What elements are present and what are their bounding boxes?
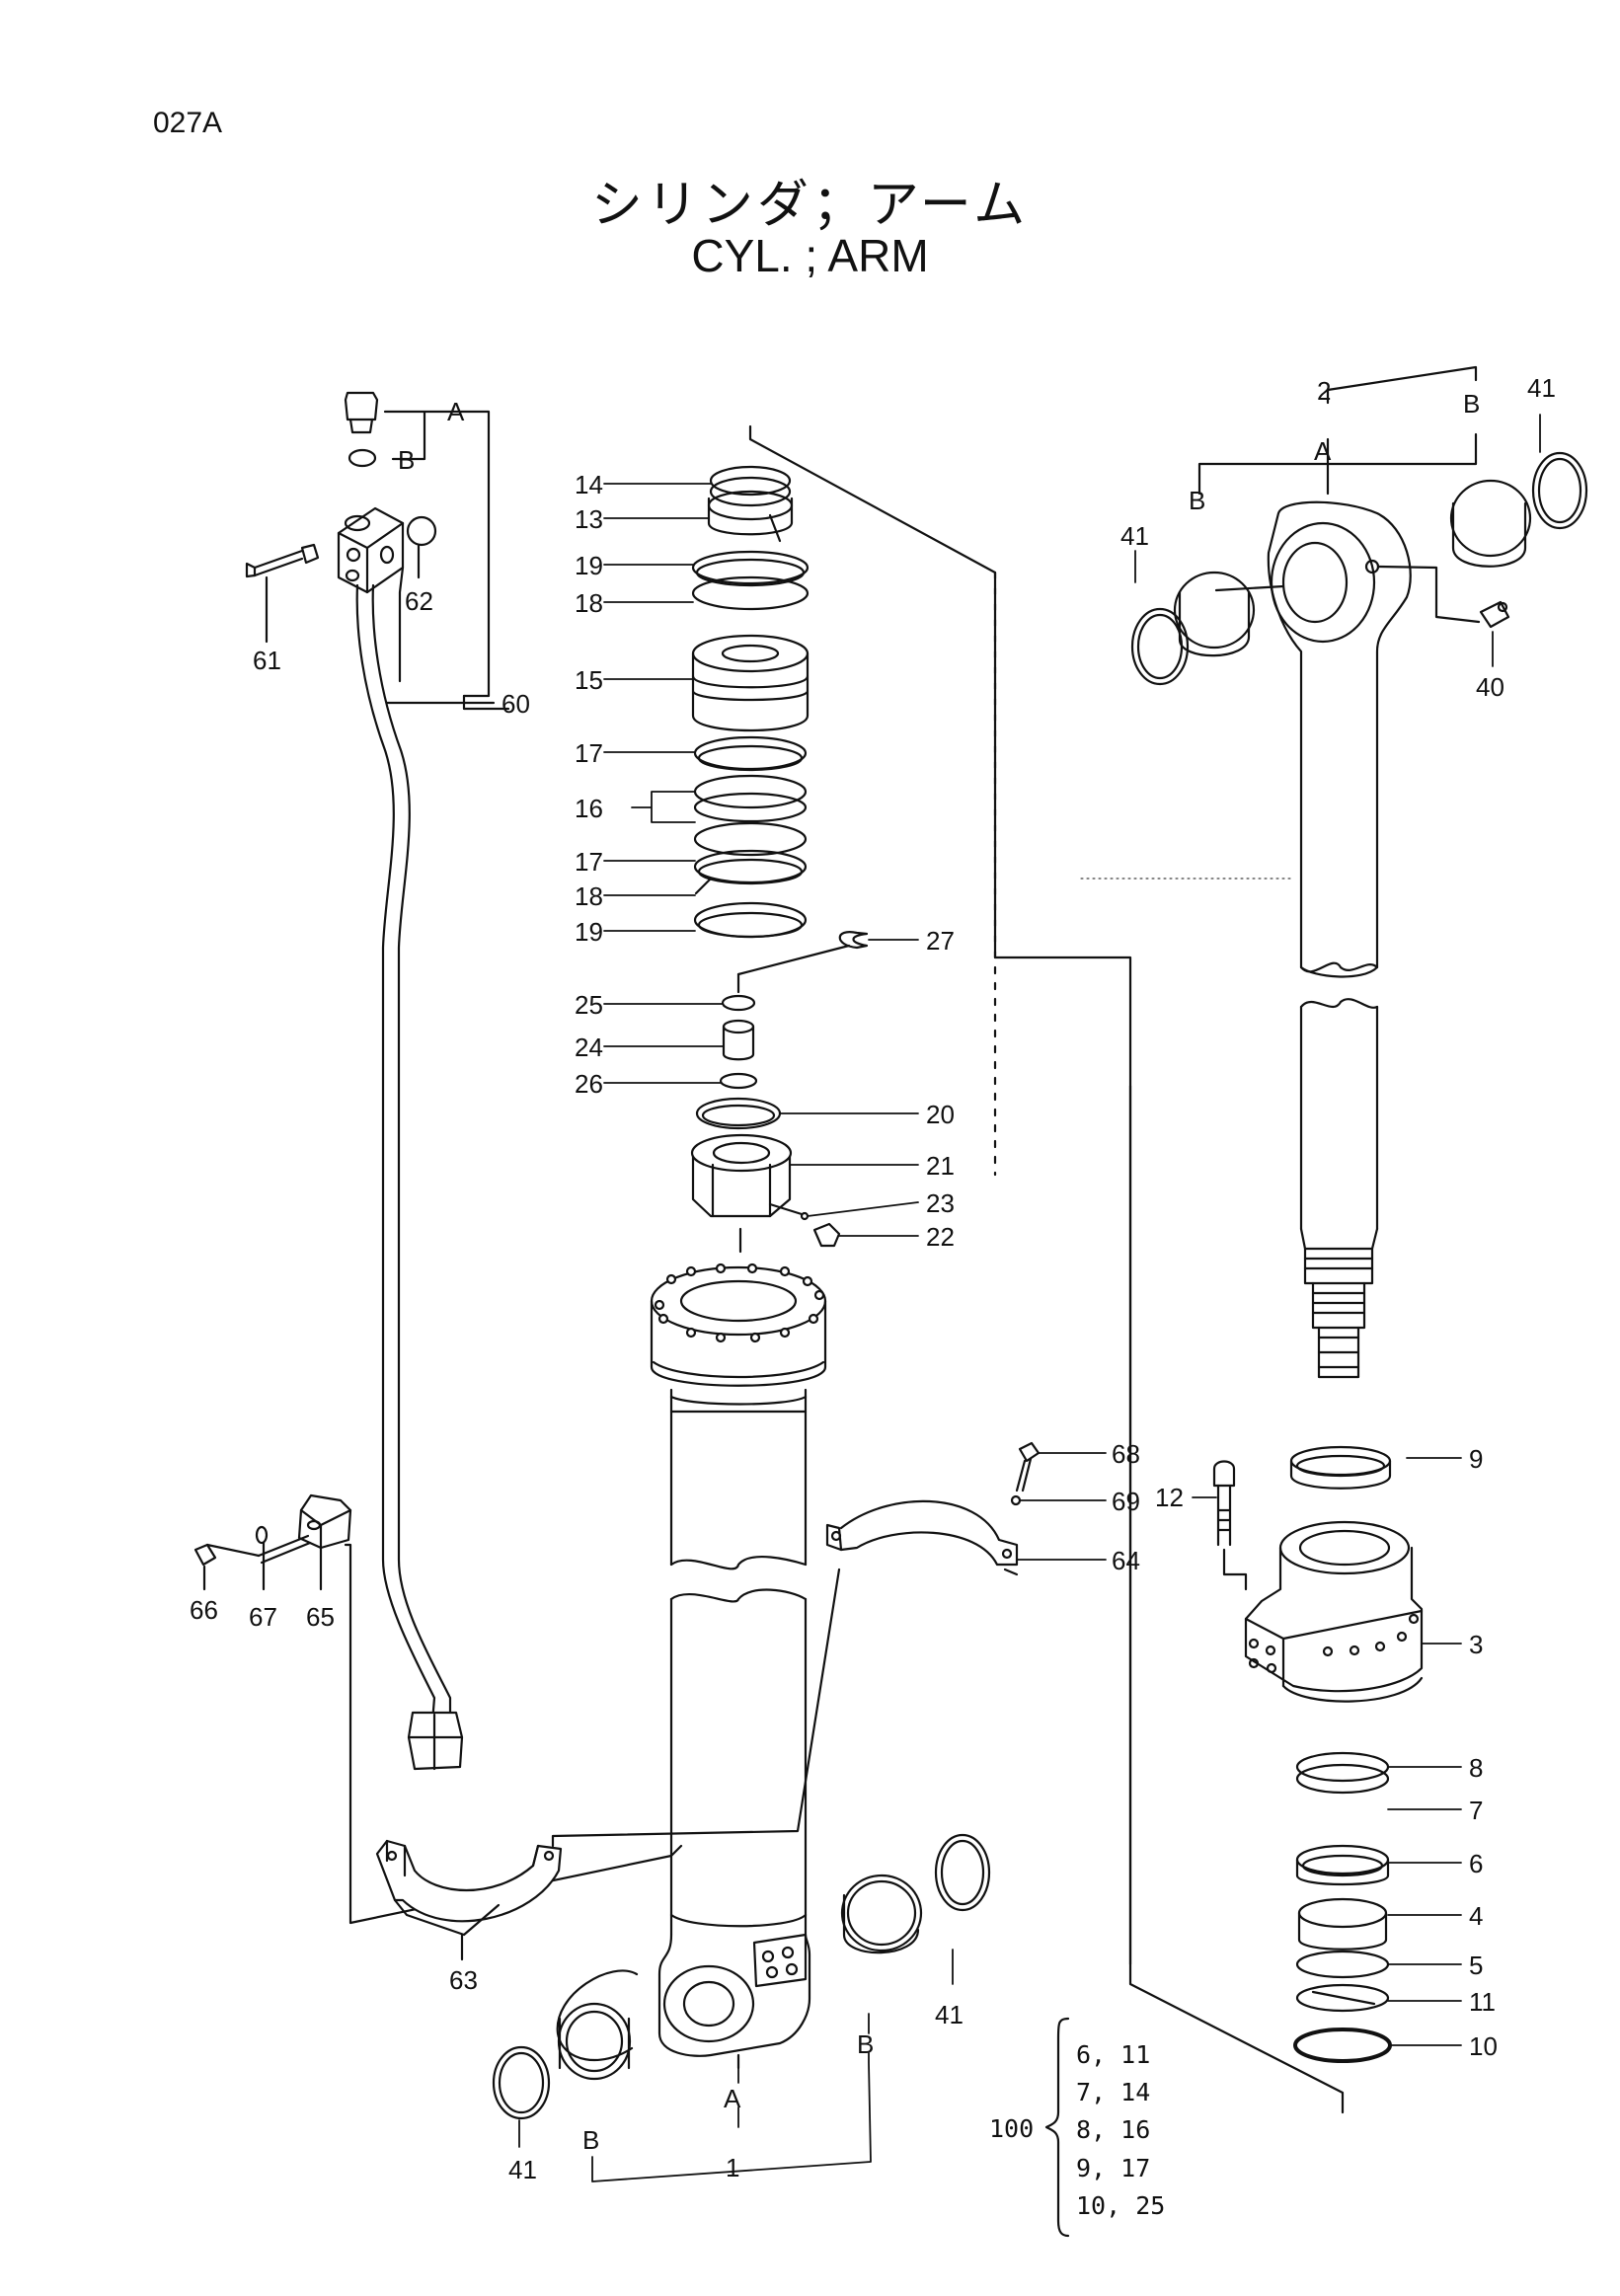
callout-17: 17 [575, 847, 603, 877]
rod-seals [1295, 1753, 1390, 2061]
rod-end-bushings [1132, 453, 1586, 684]
callout-23: 23 [926, 1188, 955, 1218]
callout-9: 9 [1469, 1444, 1484, 1474]
bracket-letter-B: B [398, 445, 416, 475]
callout-6: 6 [1469, 1849, 1484, 1878]
callout-11: 11 [1469, 1987, 1496, 2017]
plug-part [346, 393, 377, 432]
callout-24: 24 [575, 1033, 603, 1062]
callout-69: 69 [1112, 1487, 1140, 1516]
callout-8: 8 [1469, 1753, 1484, 1783]
callout-22: 22 [926, 1222, 955, 1252]
kit-row: 10, 25 [1076, 2191, 1166, 2220]
pipe-assembly [247, 393, 508, 1769]
cylinder-tube [652, 1264, 825, 2068]
kit-row: 7, 14 [1076, 2078, 1151, 2106]
callout-2: 2 [1317, 376, 1332, 406]
o-ring-part [349, 450, 375, 466]
block-part [339, 508, 403, 592]
gland-part [1214, 1447, 1422, 1702]
callout-26: 26 [575, 1069, 603, 1099]
callout-25: 25 [575, 990, 603, 1020]
callout-41: 41 [508, 2155, 537, 2184]
callout-4: 4 [1469, 1901, 1484, 1931]
bracket-letter-B: B [582, 2125, 600, 2155]
callout-14: 14 [575, 470, 603, 499]
callout-68: 68 [1112, 1439, 1140, 1469]
callout-41: 41 [935, 2000, 964, 2029]
title-english: CYL. ; ARM [691, 230, 929, 281]
clamp-64-group [827, 1443, 1039, 1574]
callout-19: 19 [575, 917, 603, 947]
callout-20: 20 [926, 1100, 955, 1129]
callout-3: 3 [1469, 1630, 1484, 1659]
callout-21: 21 [926, 1151, 955, 1181]
page-code: 027A [153, 107, 223, 139]
clamp-65-group [195, 1495, 681, 1923]
callout-60: 60 [501, 689, 530, 719]
callout-66: 66 [190, 1595, 218, 1625]
kit-row: 9, 17 [1076, 2154, 1151, 2182]
callout-18: 18 [575, 881, 603, 911]
callout-leaders [519, 415, 1540, 2181]
callout-19: 19 [575, 551, 603, 580]
clevis-bushings [494, 1835, 989, 2118]
piston-stack [692, 467, 867, 1252]
callout-41: 41 [1527, 373, 1556, 403]
callout-64: 64 [1112, 1546, 1140, 1575]
callout-5: 5 [1469, 1951, 1484, 1980]
o-ring-part [408, 517, 435, 545]
callout-10: 10 [1469, 2031, 1498, 2061]
callout-7: 7 [1469, 1796, 1484, 1825]
piston-rod [1269, 502, 1508, 1377]
bracket-letter-B: B [857, 2029, 875, 2059]
callout-61: 61 [253, 646, 281, 675]
title-japanese: シリンダ；アーム [590, 176, 1030, 235]
callout-17: 17 [575, 738, 603, 768]
callout-40: 40 [1476, 672, 1504, 702]
callout-63: 63 [449, 1965, 478, 1995]
kit-row: 6, 11 [1076, 2040, 1151, 2069]
bracket-letter-A: A [447, 397, 465, 426]
bracket-letter-A: A [1314, 436, 1332, 466]
bracket-letter-B: B [1463, 389, 1481, 419]
callout-65: 65 [306, 1602, 335, 1632]
callout-16: 16 [575, 794, 603, 823]
callout-67: 67 [249, 1602, 277, 1632]
callout-41: 41 [1120, 521, 1149, 551]
callout-15: 15 [575, 665, 603, 695]
screw-part [255, 545, 318, 575]
callout-13: 13 [575, 504, 603, 534]
kit-row: 8, 16 [1076, 2115, 1151, 2144]
callout-1: 1 [726, 2153, 740, 2182]
bracket-letter-A: A [724, 2084, 741, 2113]
kit-number: 100 [989, 2114, 1035, 2143]
callout-18: 18 [575, 588, 603, 618]
clamp-63-group [377, 1569, 839, 1959]
callout-12: 12 [1155, 1483, 1184, 1512]
bracket-letter-B: B [1189, 486, 1206, 515]
kit-brace [1046, 2019, 1068, 2236]
callout-27: 27 [926, 926, 955, 956]
callout-62: 62 [405, 586, 433, 616]
